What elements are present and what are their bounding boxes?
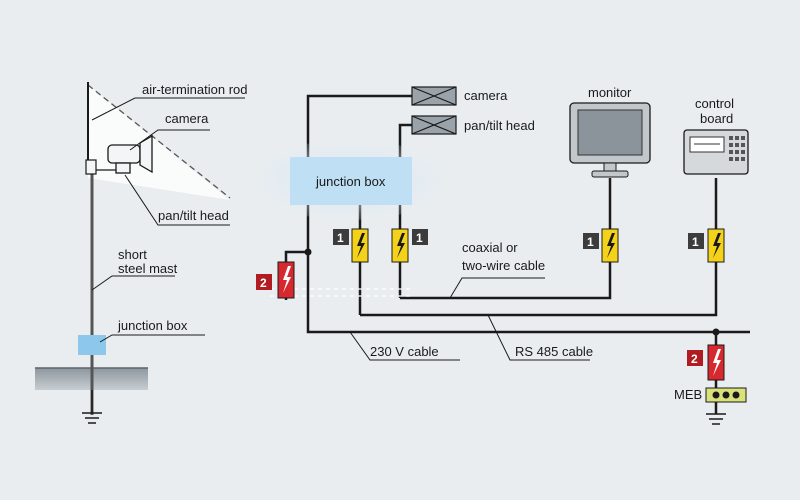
monitor-label: monitor xyxy=(588,85,632,100)
cable-rs485-label: RS 485 cable xyxy=(515,344,593,359)
node-dot-left xyxy=(304,248,312,256)
junction-box-left xyxy=(78,335,106,355)
leader-lines-left xyxy=(91,97,245,343)
meb-label: MEB xyxy=(674,387,702,402)
control-board-label-2: board xyxy=(700,111,733,126)
svg-text:2: 2 xyxy=(260,276,267,290)
spd-type1-camera: 1 xyxy=(333,228,369,263)
coax-label-2: two-wire cable xyxy=(462,258,545,273)
spd-type2-meb: 2 xyxy=(687,344,725,381)
pan-tilt-right-label: pan/tilt head xyxy=(464,118,535,133)
junction-box-left-label: junction box xyxy=(117,318,188,333)
short-steel-mast-label-1: short xyxy=(118,247,147,262)
svg-text:1: 1 xyxy=(692,235,699,249)
node-dot-right xyxy=(712,328,720,336)
ground-symbol-left xyxy=(82,390,102,424)
air-termination-rod-label: air-termination rod xyxy=(142,82,248,97)
svg-text:1: 1 xyxy=(416,231,423,245)
spd-type2-left: 2 xyxy=(256,261,295,299)
spd-type1-control-board: 1 xyxy=(688,228,725,263)
camera-left-label: camera xyxy=(165,111,209,126)
control-board-icon xyxy=(683,129,749,175)
protection-zone xyxy=(87,84,231,200)
coax-label-1: coaxial or xyxy=(462,240,518,255)
junction-box-main xyxy=(290,157,412,205)
pan-tilt-left-label: pan/tilt head xyxy=(158,208,229,223)
control-board-label-1: control xyxy=(695,96,734,111)
short-steel-mast-label-2: steel mast xyxy=(118,261,178,276)
svg-text:1: 1 xyxy=(337,231,344,245)
cable-230v-label: 230 V cable xyxy=(370,344,439,359)
ground-symbol-right xyxy=(706,413,726,425)
pan-tilt-right-icon xyxy=(411,115,457,135)
spd-type1-pantilt: 1 xyxy=(391,228,428,263)
leader-lines-right xyxy=(349,277,590,361)
spd-type1-monitor: 1 xyxy=(583,228,619,263)
svg-text:2: 2 xyxy=(691,352,698,366)
junction-box-main-label: junction box xyxy=(315,174,386,189)
svg-text:1: 1 xyxy=(587,235,594,249)
camera-right-label: camera xyxy=(464,88,508,103)
camera-left-icon xyxy=(85,134,153,175)
meb-bar xyxy=(705,387,747,403)
camera-right-icon xyxy=(411,86,457,106)
monitor-icon xyxy=(569,102,651,178)
